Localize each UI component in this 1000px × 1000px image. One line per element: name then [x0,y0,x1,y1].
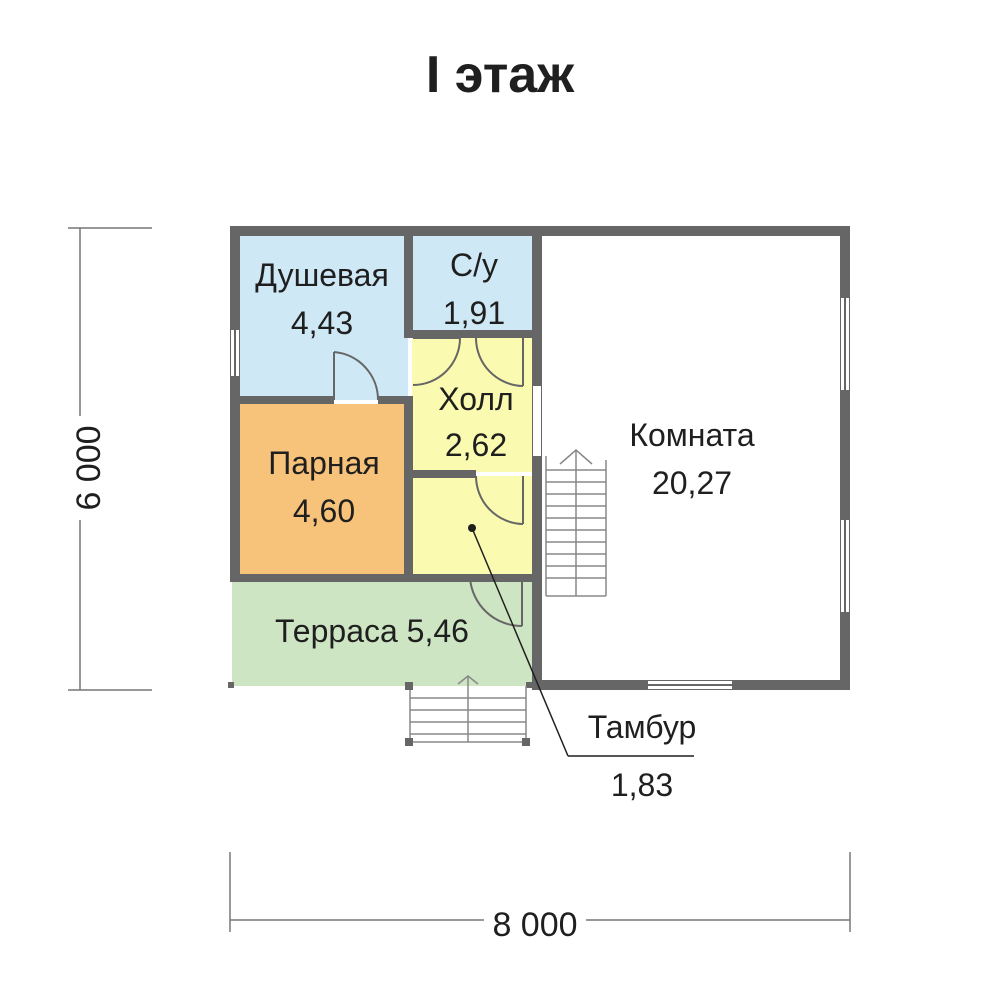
entrance-steps [405,675,530,746]
room-steam-name: Парная [268,445,379,481]
width-dimension [229,852,851,932]
windows [231,298,849,689]
room-wc-name: С/у [450,247,498,283]
room-main-name: Комната [629,417,755,453]
room-main-area: 20,27 [652,465,732,501]
room-shower-area: 4,43 [291,305,353,341]
room-wc-area: 1,91 [443,295,505,331]
room-wc-fill [412,234,538,334]
room-vestibule-name: Тамбур [588,709,697,745]
terrace-fill [232,580,532,686]
height-dimension-label: 6 000 [70,425,108,510]
doors [333,337,524,628]
interior-staircase [545,449,607,597]
room-steam-fill [236,404,408,576]
room-vestibule-area: 1,83 [611,767,673,803]
width-dimension-label: 8 000 [492,906,577,944]
room-hall-name: Холл [438,381,513,417]
height-dimension [68,227,152,691]
room-hall-fill [412,338,538,472]
room-steam-area: 4,60 [293,493,355,529]
room-shower-fill [236,234,408,400]
terrace-label: Терраса 5,46 [275,613,469,649]
floor-title: I этаж [426,46,575,104]
vestibule-leader [468,524,694,757]
room-shower-name: Душевая [255,257,389,293]
room-hall-area: 2,62 [445,427,507,463]
